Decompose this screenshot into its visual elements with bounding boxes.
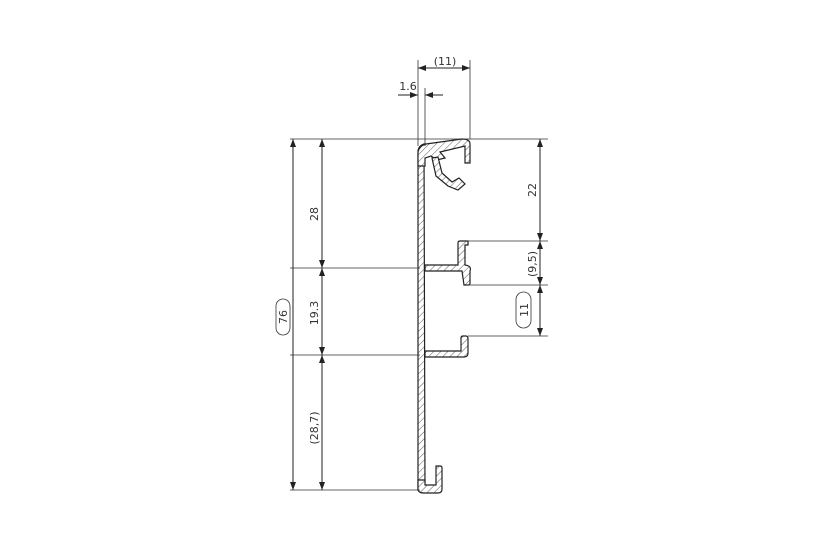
main-wall (417, 143, 426, 491)
dim-middle-section: 19.3 (308, 301, 321, 326)
dim-lip-gap: (9,5) (526, 251, 539, 277)
overall-height-box (275, 298, 291, 336)
profile-section (417, 138, 472, 494)
dimension-lines (290, 65, 543, 490)
dim-top-width: (11) (434, 55, 457, 68)
dim-slot-height: 11 (518, 303, 531, 317)
middle-flange (424, 240, 472, 286)
top-hook (417, 138, 471, 167)
dim-top-section: 28 (308, 207, 321, 221)
top-hook-arm (431, 156, 466, 191)
dim-overall-height: 76 (277, 310, 290, 324)
dim-top-to-lip: 22 (526, 183, 539, 197)
dim-bottom-section: (28,7) (308, 411, 321, 444)
dim-wall-thickness: 1.6 (399, 80, 417, 93)
slot-height-box (515, 291, 532, 329)
dimension-labels: 76 28 19.3 (28,7) 22 (9,5) 11 (11) 1.6 (275, 55, 539, 445)
bottom-foot (417, 465, 443, 494)
lower-flange (424, 335, 469, 358)
